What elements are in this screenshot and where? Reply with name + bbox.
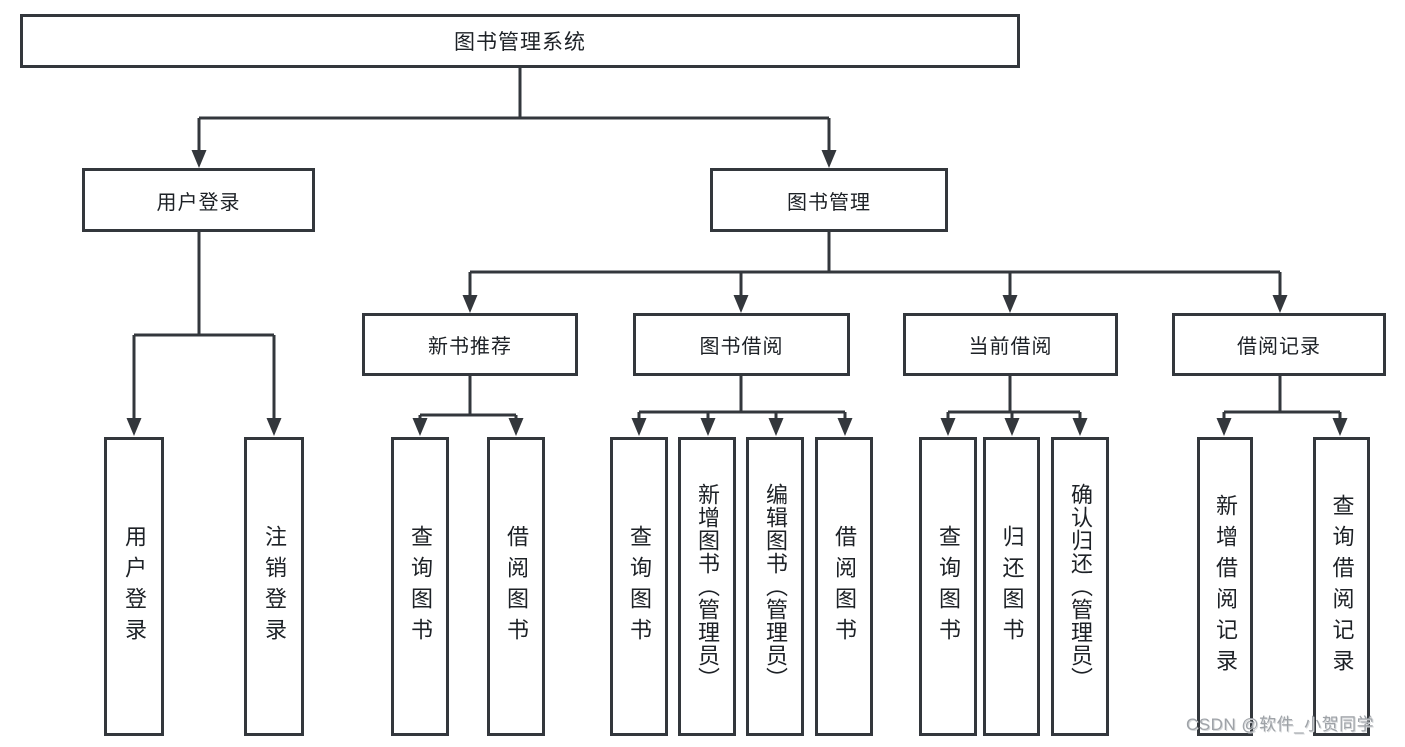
connector-borrow-group <box>637 376 847 421</box>
arrow-leaf-8 <box>837 418 853 436</box>
leaf-query-books-recommend-label: 查询图书 <box>408 524 433 649</box>
arrow-to-recommend <box>462 295 478 313</box>
arrow-leaf-4 <box>508 418 524 436</box>
leaf-edit-book-admin-label: 编辑图书（管理员） <box>763 483 788 690</box>
node-new-book-recommend-label: 新书推荐 <box>428 336 512 358</box>
node-user-login-label: 用户登录 <box>156 191 241 214</box>
node-book-borrow-label: 图书借阅 <box>699 336 784 358</box>
leaf-add-borrow-record: 新增借阅记录 <box>1197 437 1253 736</box>
node-book-manage-box: 图书管理 <box>710 168 948 232</box>
leaf-edit-book-admin: 编辑图书（管理员） <box>746 437 804 736</box>
leaf-add-book-admin: 新增图书（管理员） <box>678 437 736 736</box>
arrow-leaf-10 <box>1004 418 1020 436</box>
leaf-query-books-current-label: 查询图书 <box>936 524 961 649</box>
arrow-leaf-3 <box>412 418 428 436</box>
arrow-leaf-7 <box>768 418 784 436</box>
leaf-borrow-books-recommend-label: 借阅图书 <box>504 524 529 649</box>
connector-records-group <box>1222 376 1342 421</box>
leaf-query-borrow-record: 查询借阅记录 <box>1313 437 1370 736</box>
leaf-user-login: 用户登录 <box>104 437 164 736</box>
leaf-confirm-return-admin: 确认归还（管理员） <box>1051 437 1109 736</box>
arrow-to-records <box>1272 295 1288 313</box>
node-new-book-recommend-box: 新书推荐 <box>362 313 578 376</box>
leaf-return-books: 归还图书 <box>983 437 1040 736</box>
leaf-query-borrow-record-label: 查询借阅记录 <box>1329 493 1355 680</box>
arrow-leaf-13 <box>1332 418 1348 436</box>
leaf-add-book-admin-label: 新增图书（管理员） <box>695 483 720 690</box>
arrow-to-manage <box>821 150 837 168</box>
leaf-borrow-books-recommend: 借阅图书 <box>487 437 545 736</box>
arrow-leaf-11 <box>1072 418 1088 436</box>
arrow-leaf-1 <box>126 418 142 436</box>
leaf-query-books-borrow-label: 查询图书 <box>627 524 652 649</box>
node-root-box: 图书管理系统 <box>20 14 1020 68</box>
leaf-logout: 注销登录 <box>244 437 304 736</box>
node-borrow-records-box: 借阅记录 <box>1172 313 1386 376</box>
node-borrow-records-label: 借阅记录 <box>1237 336 1321 358</box>
diagram-title: 图书管理系统 <box>454 31 586 54</box>
csdn-watermark: CSDN @软件_小贺同学 <box>1186 715 1375 734</box>
leaf-return-books-label: 归还图书 <box>999 524 1025 649</box>
node-current-borrow-box: 当前借阅 <box>903 313 1118 376</box>
leaf-borrow-books: 借阅图书 <box>815 437 873 736</box>
leaf-logout-label: 注销登录 <box>262 524 287 649</box>
arrow-leaf-9 <box>940 418 956 436</box>
node-book-manage-label: 图书管理 <box>787 191 871 214</box>
leaf-borrow-books-label: 借阅图书 <box>832 524 857 649</box>
node-user-login-box: 用户登录 <box>82 168 315 232</box>
arrow-leaf-6 <box>700 418 716 436</box>
node-current-borrow-label: 当前借阅 <box>968 336 1053 358</box>
arrow-leaf-5 <box>631 418 647 436</box>
arrow-leaf-2 <box>266 418 282 436</box>
leaf-query-books-borrow: 查询图书 <box>610 437 668 736</box>
arrow-to-current <box>1002 295 1018 313</box>
arrow-to-login <box>191 150 207 168</box>
arrow-leaf-12 <box>1216 418 1232 436</box>
leaf-confirm-return-admin-label: 确认归还（管理员） <box>1068 483 1093 690</box>
connector-login-group <box>132 232 276 421</box>
connector-manage <box>468 232 1282 298</box>
leaf-add-borrow-record-label: 新增借阅记录 <box>1213 493 1238 680</box>
node-book-borrow-box: 图书借阅 <box>633 313 850 376</box>
connector-root <box>197 68 831 153</box>
leaf-query-books-current: 查询图书 <box>919 437 977 736</box>
connector-current-group <box>946 376 1082 421</box>
leaf-query-books-recommend: 查询图书 <box>391 437 449 736</box>
arrowheads <box>126 150 1348 436</box>
leaf-user-login-label: 用户登录 <box>122 524 147 649</box>
arrow-to-borrow <box>733 295 749 313</box>
connector-recommend-group <box>418 376 518 421</box>
